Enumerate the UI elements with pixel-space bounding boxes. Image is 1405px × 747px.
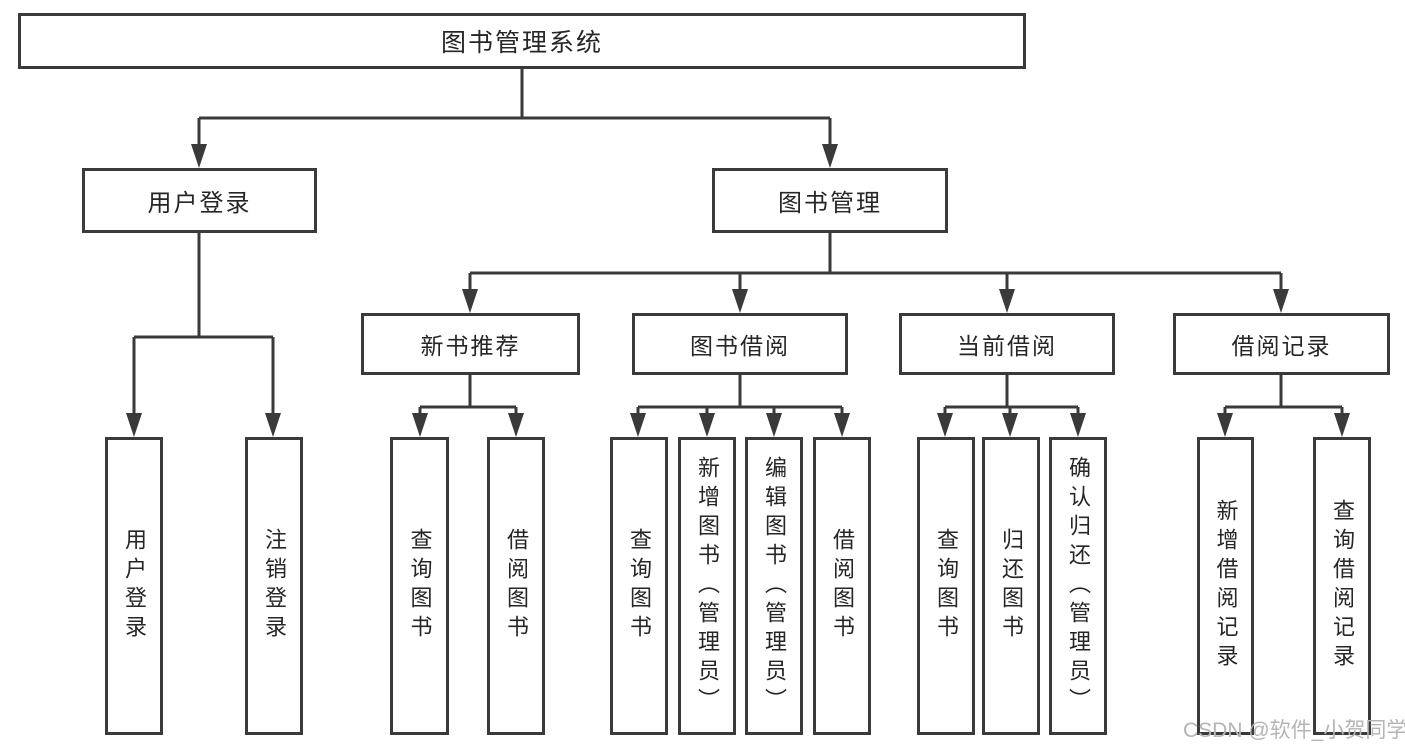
node-book-management: 图书管理 (712, 168, 948, 233)
node-book-borrow: 图书借阅 (632, 313, 848, 375)
node-borrow-records: 借阅记录 (1173, 313, 1390, 375)
leaf-edit-book-admin: 编辑图书（管理员） (745, 437, 803, 735)
leaf-query-books-a: 查询图书 (390, 437, 449, 735)
node-root: 图书管理系统 (18, 13, 1026, 69)
leaf-query-borrow-record: 查询借阅记录 (1313, 437, 1371, 735)
leaf-return-books: 归还图书 (982, 437, 1040, 735)
node-current-borrow: 当前借阅 (899, 313, 1115, 375)
watermark: CSDN @软件_小贺同学 (1183, 719, 1405, 742)
leaf-borrow-books-a: 借阅图书 (487, 437, 545, 735)
leaf-user-login: 用户登录 (105, 437, 163, 735)
leaf-logout: 注销登录 (245, 437, 303, 735)
arrowheads (126, 144, 1350, 437)
leaf-confirm-return-admin: 确认归还（管理员） (1049, 437, 1107, 735)
leaf-add-borrow-record: 新增借阅记录 (1197, 437, 1254, 735)
node-new-book-recommend: 新书推荐 (361, 313, 580, 375)
leaf-borrow-books-b: 借阅图书 (813, 437, 871, 735)
leaf-add-book-admin: 新增图书（管理员） (678, 437, 736, 735)
leaf-query-books-c: 查询图书 (917, 437, 975, 735)
node-user-login: 用户登录 (82, 168, 317, 233)
leaf-query-books-b: 查询图书 (610, 437, 668, 735)
